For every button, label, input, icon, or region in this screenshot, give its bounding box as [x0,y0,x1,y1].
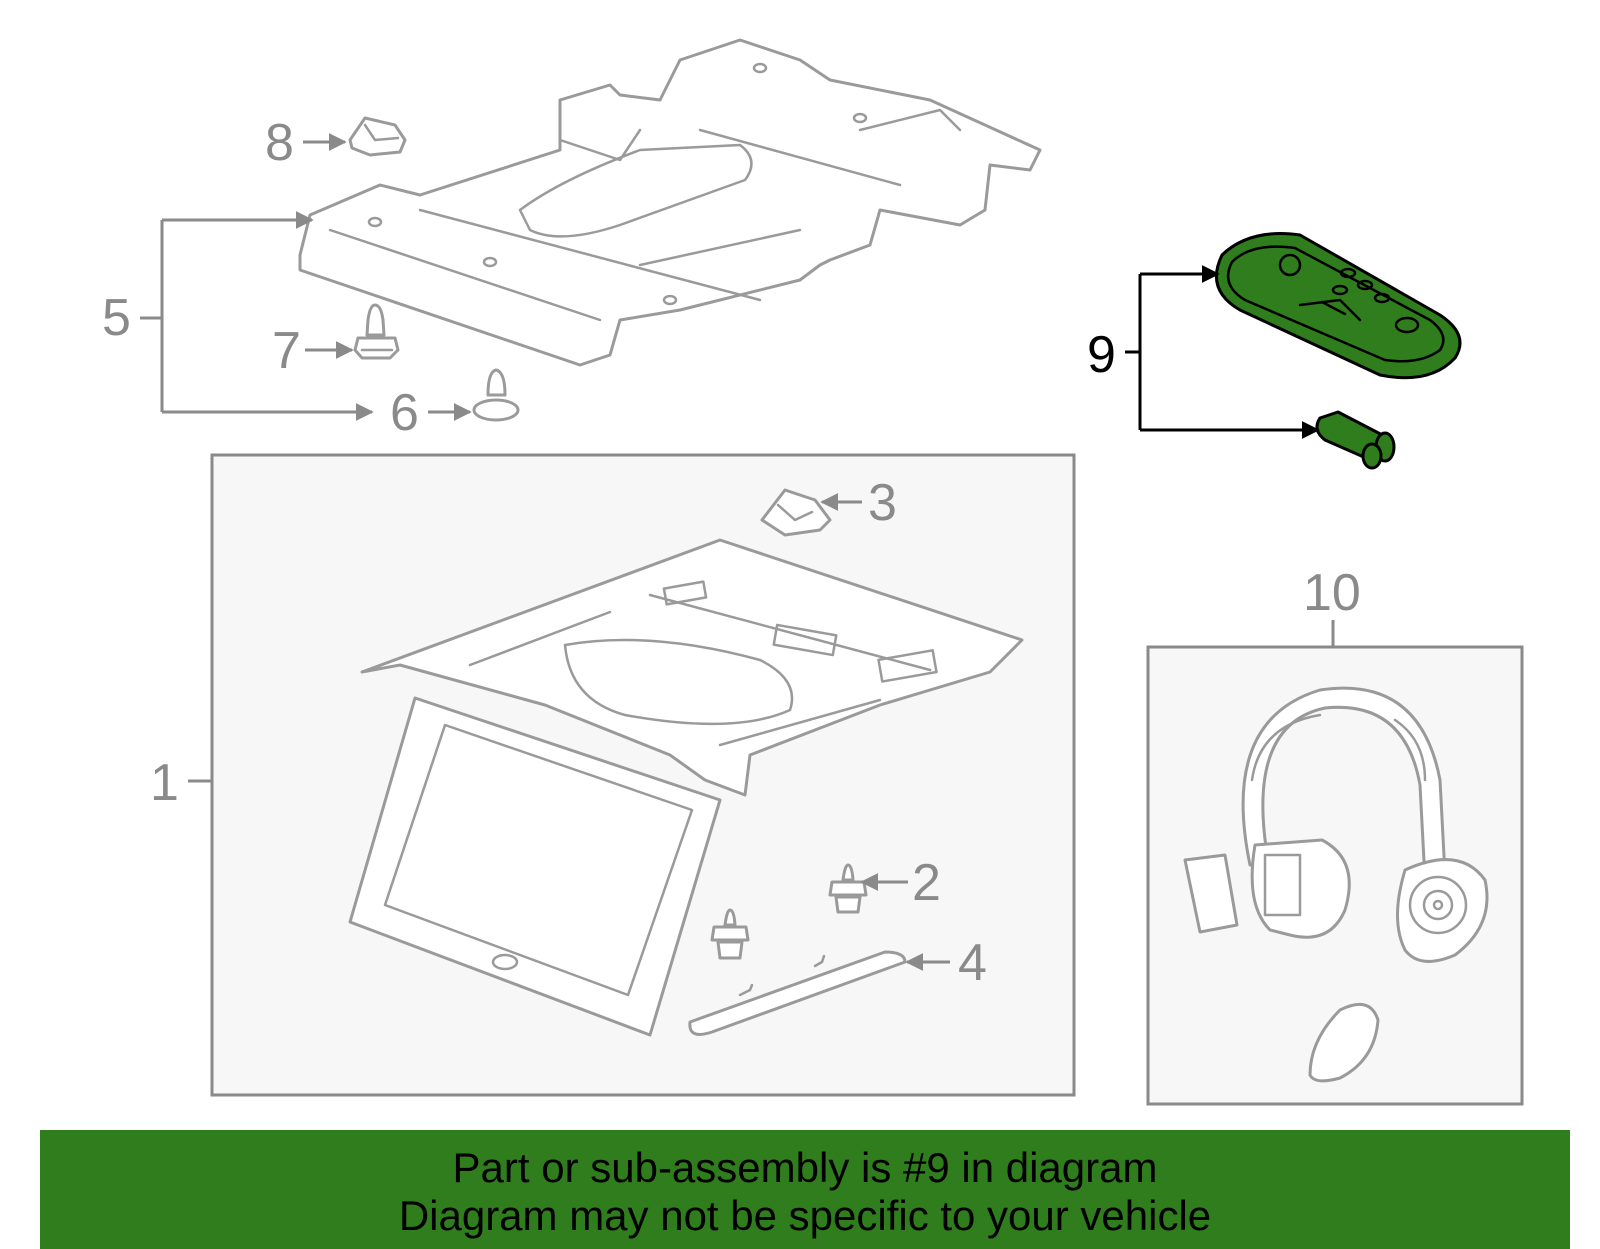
pin-part-6 [472,368,520,422]
callout-10: 10 [1303,564,1361,622]
clip-part-8 [348,116,407,157]
callout-4: 4 [958,934,987,992]
video-display-part-1 [348,538,1024,1037]
leader-9 [1125,274,1318,430]
roof-bracket-part-5 [298,38,1042,367]
callout-9: 9 [1087,326,1116,384]
fastener-part-2 [710,863,868,960]
remote-control-part-9 [1214,232,1462,380]
callout-7: 7 [272,322,301,380]
banner-line-1: Part or sub-assembly is #9 in diagram [452,1144,1158,1191]
callout-6: 6 [390,384,419,442]
callout-3: 3 [868,474,897,532]
parts-diagram: 5 6 7 8 9 [102,38,1524,1106]
cover-part-4 [688,950,907,1036]
leader-5 [140,218,372,412]
batteries-part-9 [1315,410,1396,470]
callout-5: 5 [102,289,131,347]
callout-2: 2 [912,854,941,912]
info-banner: Part or sub-assembly is #9 in diagram Di… [40,1130,1570,1249]
headphones-part-10 [1183,686,1489,1083]
banner-line-2: Diagram may not be specific to your vehi… [398,1192,1212,1239]
bolt-part-7 [353,303,400,360]
clip-part-3 [760,488,832,537]
callout-1: 1 [150,754,179,812]
callout-8: 8 [265,114,294,172]
